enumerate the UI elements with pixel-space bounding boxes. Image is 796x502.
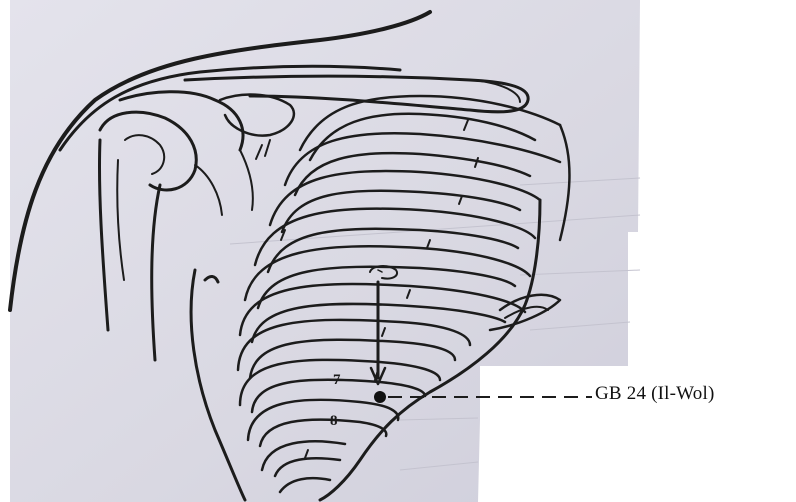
acupoint-label: GB 24 (Il-Wol): [595, 383, 714, 405]
rib-label-8: 8: [330, 413, 338, 429]
rib-label-7: 7: [333, 372, 341, 388]
acupoint-marker: [374, 391, 386, 403]
